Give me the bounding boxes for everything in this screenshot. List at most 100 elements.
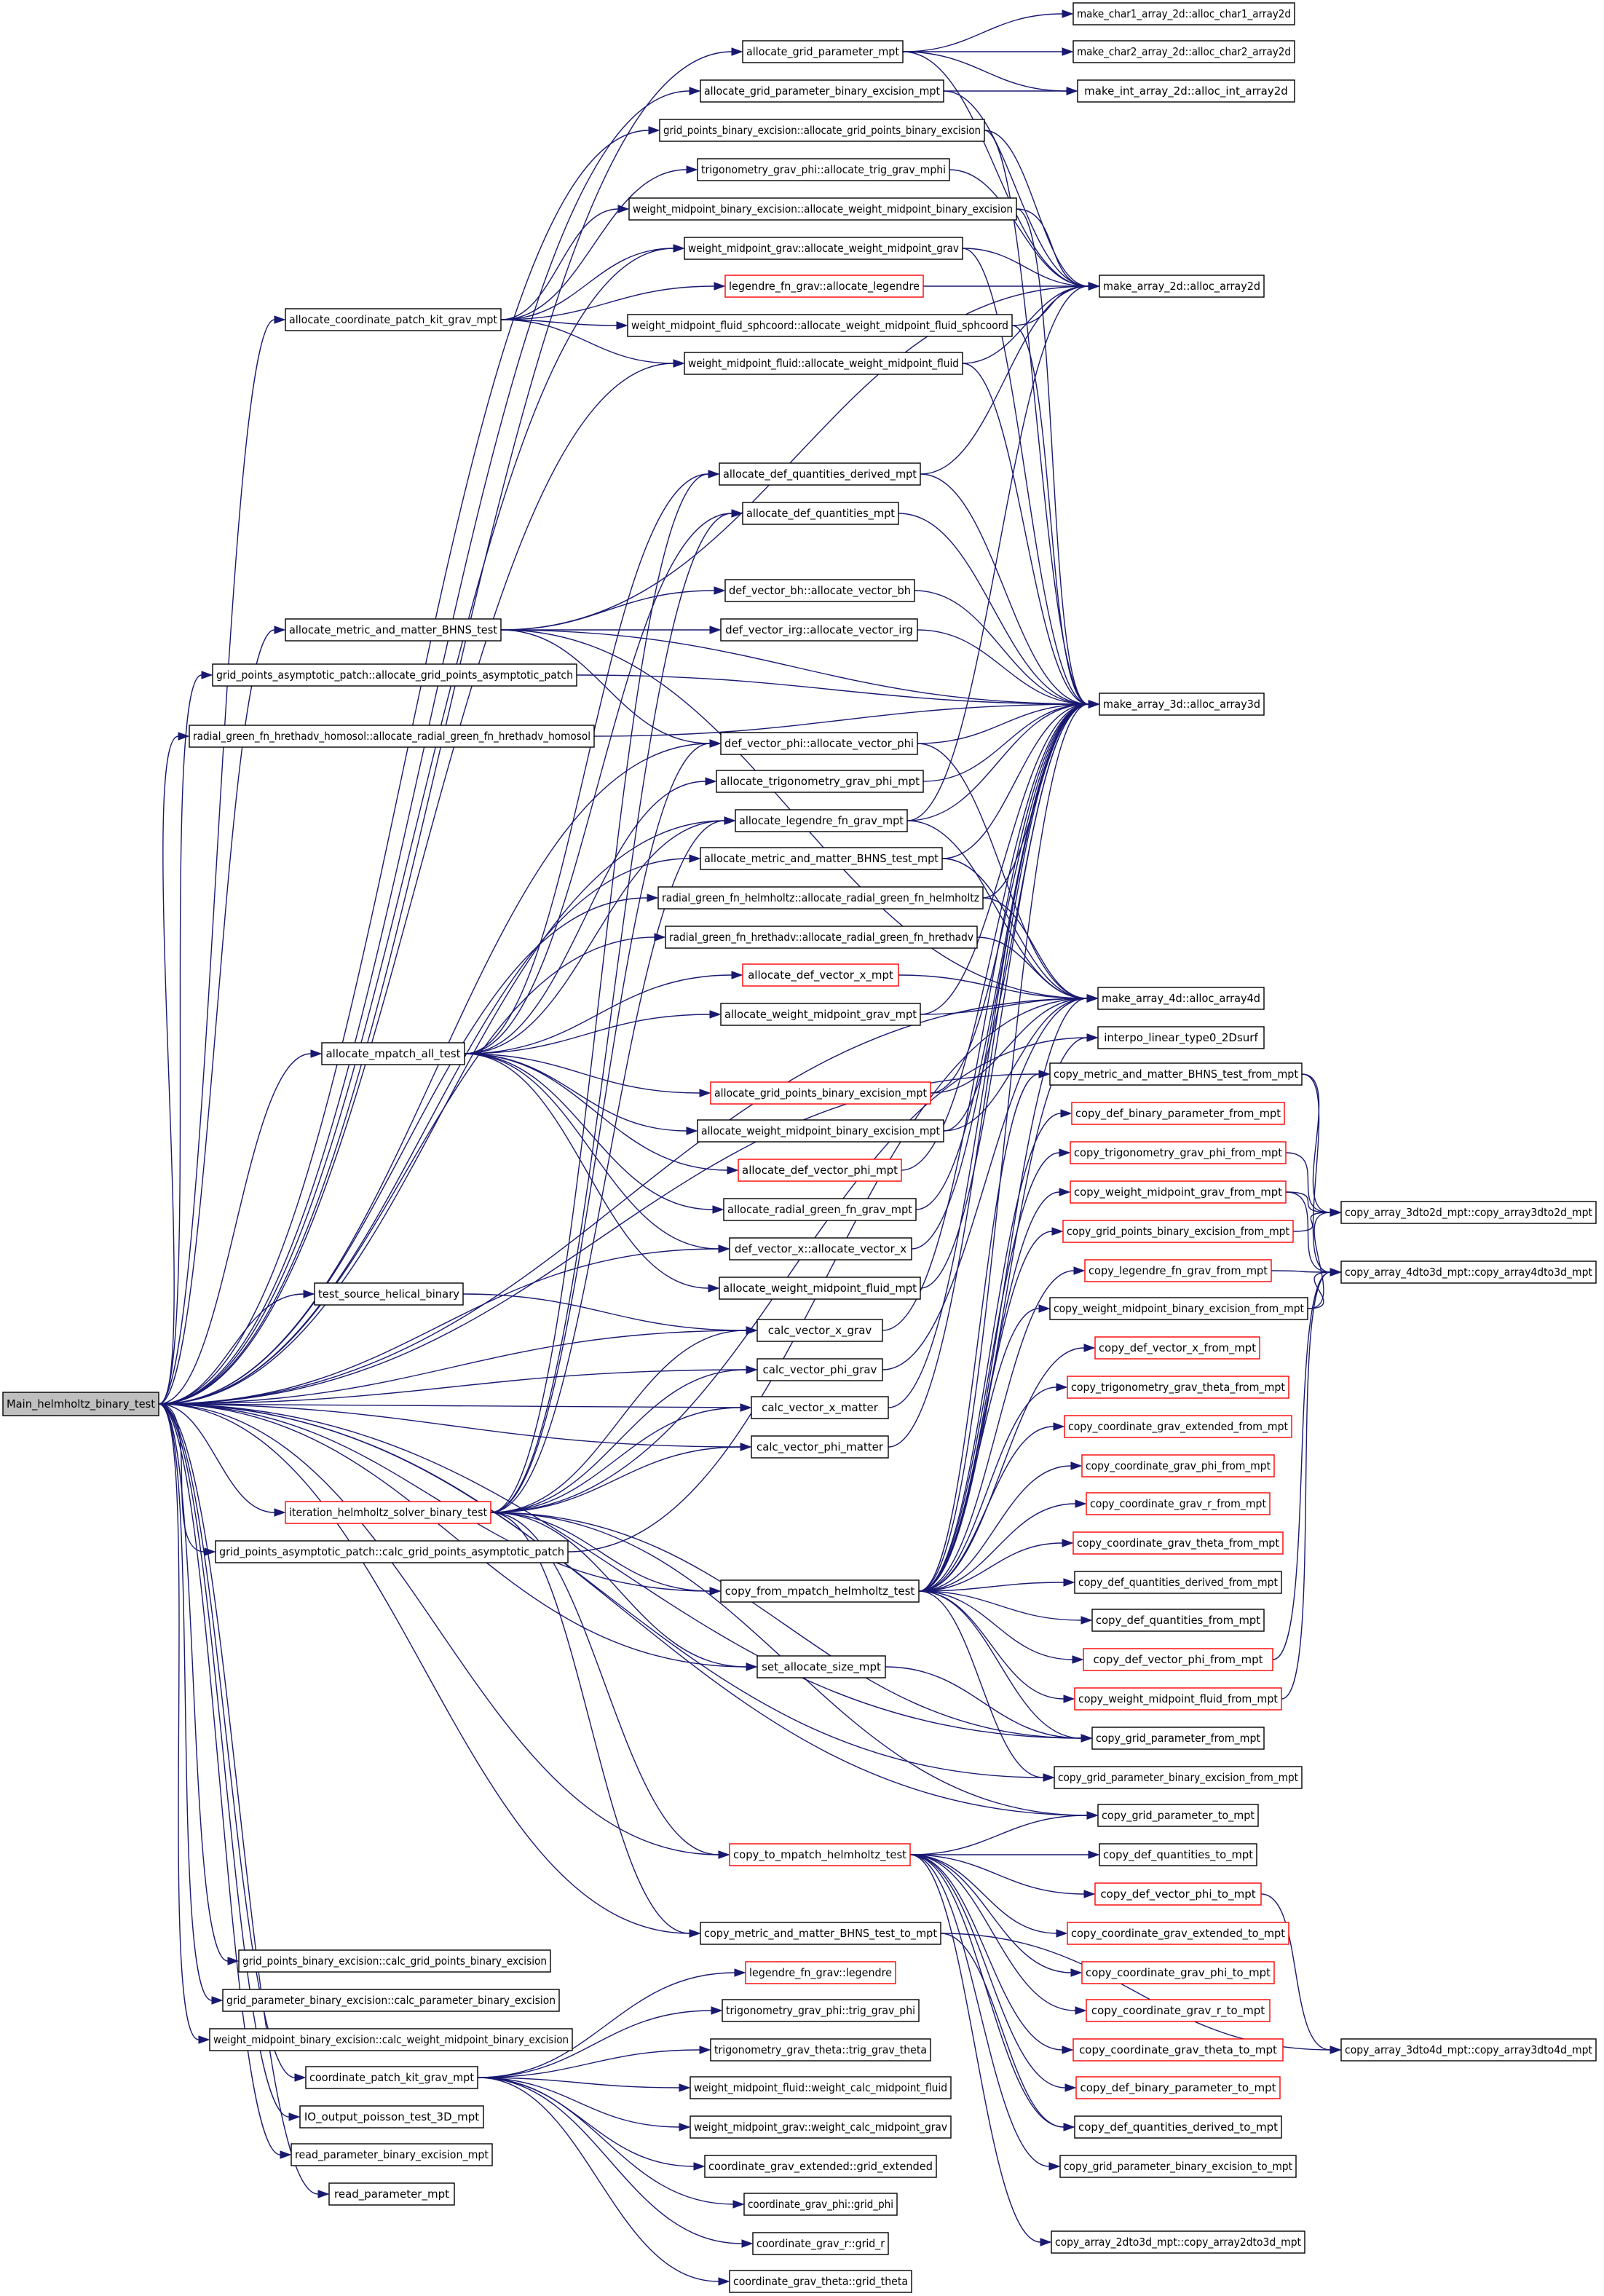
node-allocate-weight-midpoint-fluid-mpt[interactable]: allocate_weight_midpoint_fluid_mpt <box>719 1277 921 1300</box>
node-allocate-grid-points-binary-excision-mpt[interactable]: allocate_grid_points_binary_excision_mpt <box>710 1081 931 1105</box>
node-make-array-4d-alloc-array4d[interactable]: make_array_4d::alloc_array4d <box>1097 987 1265 1010</box>
node-make-array-2d-alloc-array2d[interactable]: make_array_2d::alloc_array2d <box>1099 275 1265 298</box>
node-copy-array-3dto2d-mpt-copy-array3dto2d-mpt[interactable]: copy_array_3dto2d_mpt::copy_array3dto2d_… <box>1340 1201 1597 1224</box>
node-allocate-coordinate-patch-kit-grav-mpt[interactable]: allocate_coordinate_patch_kit_grav_mpt <box>285 308 502 331</box>
node-allocate-def-quantities-derived-mpt[interactable]: allocate_def_quantities_derived_mpt <box>719 462 921 486</box>
node-allocate-def-vector-phi-mpt[interactable]: allocate_def_vector_phi_mpt <box>738 1159 902 1182</box>
node-def-vector-x-allocate-vector-x[interactable]: def_vector_x::allocate_vector_x <box>729 1237 912 1261</box>
node-copy-trigonometry-grav-theta-from-mpt[interactable]: copy_trigonometry_grav_theta_from_mpt <box>1067 1376 1289 1399</box>
node-make-char2-array-2d-alloc-char2-array2d[interactable]: make_char2_array_2d::alloc_char2_array2d <box>1072 40 1295 63</box>
node-coordinate-grav-extended-grid-extended[interactable]: coordinate_grav_extended::grid_extended <box>704 2155 937 2178</box>
node-calc-vector-phi-grav[interactable]: calc_vector_phi_grav <box>756 1358 883 1381</box>
node-make-int-array-2d-alloc-int-array2d[interactable]: make_int_array_2d::alloc_int_array2d <box>1077 79 1295 103</box>
node-allocate-weight-midpoint-grav-mpt[interactable]: allocate_weight_midpoint_grav_mpt <box>720 1003 921 1026</box>
node-copy-def-binary-parameter-from-mpt[interactable]: copy_def_binary_parameter_from_mpt <box>1071 1102 1285 1125</box>
node-copy-def-quantities-from-mpt[interactable]: copy_def_quantities_from_mpt <box>1091 1609 1265 1632</box>
node-copy-coordinate-grav-theta-to-mpt[interactable]: copy_coordinate_grav_theta_to_mpt <box>1072 2038 1284 2062</box>
node-weight-midpoint-binary-excision-calc-weight-midpoint-binary-excision[interactable]: weight_midpoint_binary_excision::calc_we… <box>209 2028 573 2051</box>
node-grid-points-asymptotic-patch-allocate-grid-points-asymptotic-patch[interactable]: grid_points_asymptotic_patch::allocate_g… <box>212 663 577 687</box>
node-radial-green-fn-hrethadv-homosol-allocate-radial-green-fn-hrethadv-homosol[interactable]: radial_green_fn_hrethadv_homosol::alloca… <box>189 725 595 748</box>
node-radial-green-fn-hrethadv-allocate-radial-green-fn-hrethadv[interactable]: radial_green_fn_hrethadv::allocate_radia… <box>665 926 978 949</box>
node-allocate-radial-green-fn-grav-mpt[interactable]: allocate_radial_green_fn_grav_mpt <box>723 1198 917 1221</box>
node-allocate-def-vector-x-mpt[interactable]: allocate_def_vector_x_mpt <box>742 963 899 987</box>
node-trigonometry-grav-theta-trig-grav-theta[interactable]: trigonometry_grav_theta::trig_grav_theta <box>710 2038 931 2062</box>
node-copy-coordinate-grav-extended-to-mpt[interactable]: copy_coordinate_grav_extended_to_mpt <box>1067 1922 1289 1945</box>
node-copy-from-mpatch-helmholtz-test[interactable]: copy_from_mpatch_helmholtz_test <box>720 1579 920 1603</box>
node-allocate-mpatch-all-test[interactable]: allocate_mpatch_all_test <box>321 1042 465 1065</box>
node-copy-grid-parameter-from-mpt[interactable]: copy_grid_parameter_from_mpt <box>1091 1727 1265 1750</box>
node-copy-to-mpatch-helmholtz-test[interactable]: copy_to_mpatch_helmholtz_test <box>729 1843 911 1866</box>
node-test-source-helical-binary[interactable]: test_source_helical_binary <box>314 1282 464 1306</box>
node-grid-points-asymptotic-patch-calc-grid-points-asymptotic-patch[interactable]: grid_points_asymptotic_patch::calc_grid_… <box>215 1540 569 1563</box>
node-grid-points-binary-excision-calc-grid-points-binary-excision[interactable]: grid_points_binary_excision::calc_grid_p… <box>238 1949 551 1973</box>
node-make-array-3d-alloc-array3d[interactable]: make_array_3d::alloc_array3d <box>1099 693 1265 716</box>
node-allocate-grid-parameter-binary-excision-mpt[interactable]: allocate_grid_parameter_binary_excision_… <box>700 79 944 103</box>
node-copy-grid-parameter-to-mpt[interactable]: copy_grid_parameter_to_mpt <box>1097 1804 1259 1827</box>
node-radial-green-fn-helmholtz-allocate-radial-green-fn-helmholtz[interactable]: radial_green_fn_helmholtz::allocate_radi… <box>657 886 984 910</box>
node-weight-midpoint-grav-weight-calc-midpoint-grav[interactable]: weight_midpoint_grav::weight_calc_midpoi… <box>690 2115 952 2139</box>
node-copy-weight-midpoint-grav-from-mpt[interactable]: copy_weight_midpoint_grav_from_mpt <box>1070 1180 1287 1204</box>
node-allocate-legendre-fn-grav-mpt[interactable]: allocate_legendre_fn_grav_mpt <box>735 809 908 832</box>
node-def-vector-phi-allocate-vector-phi[interactable]: def_vector_phi::allocate_vector_phi <box>720 732 918 755</box>
node-copy-coordinate-grav-theta-from-mpt[interactable]: copy_coordinate_grav_theta_from_mpt <box>1072 1531 1284 1555</box>
node-coordinate-grav-phi-grid-phi[interactable]: coordinate_grav_phi::grid_phi <box>743 2193 898 2216</box>
node-copy-coordinate-grav-phi-from-mpt[interactable]: copy_coordinate_grav_phi_from_mpt <box>1081 1454 1275 1478</box>
node-weight-midpoint-binary-excision-allocate-weight-midpoint-binary-excision[interactable]: weight_midpoint_binary_excision::allocat… <box>628 197 1017 221</box>
node-copy-metric-and-matter-bhns-test-to-mpt[interactable]: copy_metric_and_matter_BHNS_test_to_mpt <box>700 1922 941 1945</box>
node-copy-coordinate-grav-r-to-mpt[interactable]: copy_coordinate_grav_r_to_mpt <box>1086 1999 1271 2022</box>
node-legendre-fn-grav-allocate-legendre[interactable]: legendre_fn_grav::allocate_legendre <box>724 275 924 298</box>
node-copy-trigonometry-grav-phi-from-mpt[interactable]: copy_trigonometry_grav_phi_from_mpt <box>1070 1141 1287 1164</box>
node-def-vector-bh-allocate-vector-bh[interactable]: def_vector_bh::allocate_vector_bh <box>724 579 915 602</box>
node-coordinate-grav-theta-grid-theta[interactable]: coordinate_grav_theta::grid_theta <box>729 2270 912 2293</box>
node-allocate-trigonometry-grav-phi-mpt[interactable]: allocate_trigonometry_grav_phi_mpt <box>716 770 924 793</box>
node-io-output-poisson-test-3d-mpt[interactable]: IO_output_poisson_test_3D_mpt <box>299 2105 484 2129</box>
node-interpo-linear-type0-2dsurf[interactable]: interpo_linear_type0_2Dsurf <box>1097 1026 1265 1049</box>
node-set-allocate-size-mpt[interactable]: set_allocate_size_mpt <box>756 1655 886 1678</box>
node-allocate-grid-parameter-mpt[interactable]: allocate_grid_parameter_mpt <box>742 40 904 63</box>
node-copy-legendre-fn-grav-from-mpt[interactable]: copy_legendre_fn_grav_from_mpt <box>1084 1259 1272 1282</box>
node-weight-midpoint-fluid-sphcoord-allocate-weight-midpoint-fluid-sphcoord[interactable]: weight_midpoint_fluid_sphcoord::allocate… <box>627 314 1013 337</box>
node-copy-def-vector-phi-to-mpt[interactable]: copy_def_vector_phi_to_mpt <box>1094 1882 1262 1906</box>
node-copy-array-3dto4d-mpt-copy-array3dto4d-mpt[interactable]: copy_array_3dto4d_mpt::copy_array3dto4d_… <box>1340 2038 1597 2062</box>
node-copy-coordinate-grav-phi-to-mpt[interactable]: copy_coordinate_grav_phi_to_mpt <box>1081 1961 1275 1984</box>
node-legendre-fn-grav-legendre[interactable]: legendre_fn_grav::legendre <box>745 1961 896 1984</box>
node-copy-def-binary-parameter-to-mpt[interactable]: copy_def_binary_parameter_to_mpt <box>1075 2076 1281 2099</box>
node-copy-def-quantities-derived-from-mpt[interactable]: copy_def_quantities_derived_from_mpt <box>1074 1571 1282 1594</box>
node-calc-vector-x-matter[interactable]: calc_vector_x_matter <box>751 1396 889 1419</box>
node-iteration-helmholtz-solver-binary-test[interactable]: iteration_helmholtz_solver_binary_test <box>285 1501 491 1524</box>
node-allocate-def-quantities-mpt[interactable]: allocate_def_quantities_mpt <box>742 502 899 525</box>
node-main-helmholtz-binary-test[interactable]: Main_helmholtz_binary_test <box>2 1392 159 1416</box>
node-trigonometry-grav-phi-allocate-trig-grav-mphi[interactable]: trigonometry_grav_phi::allocate_trig_gra… <box>697 158 950 181</box>
node-grid-points-binary-excision-allocate-grid-points-binary-excision[interactable]: grid_points_binary_excision::allocate_gr… <box>659 119 985 142</box>
node-def-vector-irg-allocate-vector-irg[interactable]: def_vector_irg::allocate_vector_irg <box>720 618 918 642</box>
node-copy-array-4dto3d-mpt-copy-array4dto3d-mpt[interactable]: copy_array_4dto3d_mpt::copy_array4dto3d_… <box>1340 1261 1597 1284</box>
node-copy-weight-midpoint-binary-excision-from-mpt[interactable]: copy_weight_midpoint_binary_excision_fro… <box>1049 1297 1308 1320</box>
node-coordinate-grav-r-grid-r[interactable]: coordinate_grav_r::grid_r <box>752 2232 889 2255</box>
node-copy-grid-points-binary-excision-from-mpt[interactable]: copy_grid_points_binary_excision_from_mp… <box>1062 1220 1294 1243</box>
node-copy-def-vector-phi-from-mpt[interactable]: copy_def_vector_phi_from_mpt <box>1083 1648 1273 1671</box>
node-calc-vector-phi-matter[interactable]: calc_vector_phi_matter <box>751 1435 889 1459</box>
node-copy-coordinate-grav-extended-from-mpt[interactable]: copy_coordinate_grav_extended_from_mpt <box>1064 1415 1292 1438</box>
node-copy-grid-parameter-binary-excision-from-mpt[interactable]: copy_grid_parameter_binary_excision_from… <box>1054 1766 1303 1789</box>
node-allocate-metric-and-matter-bhns-test-mpt[interactable]: allocate_metric_and_matter_BHNS_test_mpt <box>700 847 943 870</box>
node-read-parameter-binary-excision-mpt[interactable]: read_parameter_binary_excision_mpt <box>291 2143 493 2166</box>
node-copy-grid-parameter-binary-excision-to-mpt[interactable]: copy_grid_parameter_binary_excision_to_m… <box>1059 2155 1297 2178</box>
node-copy-metric-and-matter-bhns-test-from-mpt[interactable]: copy_metric_and_matter_BHNS_test_from_mp… <box>1049 1062 1303 1086</box>
node-copy-def-vector-x-from-mpt[interactable]: copy_def_vector_x_from_mpt <box>1094 1336 1260 1360</box>
node-copy-weight-midpoint-fluid-from-mpt[interactable]: copy_weight_midpoint_fluid_from_mpt <box>1074 1687 1282 1711</box>
node-allocate-metric-and-matter-bhns-test[interactable]: allocate_metric_and_matter_BHNS_test <box>285 618 502 642</box>
node-weight-midpoint-fluid-allocate-weight-midpoint-fluid[interactable]: weight_midpoint_fluid::allocate_weight_m… <box>684 352 963 375</box>
node-trigonometry-grav-phi-trig-grav-phi[interactable]: trigonometry_grav_phi::trig_grav_phi <box>722 1999 920 2022</box>
node-coordinate-patch-kit-grav-mpt[interactable]: coordinate_patch_kit_grav_mpt <box>305 2066 478 2089</box>
node-read-parameter-mpt[interactable]: read_parameter_mpt <box>328 2182 455 2206</box>
node-copy-def-quantities-to-mpt[interactable]: copy_def_quantities_to_mpt <box>1099 1843 1257 1866</box>
node-weight-midpoint-grav-allocate-weight-midpoint-grav[interactable]: weight_midpoint_grav::allocate_weight_mi… <box>684 237 963 260</box>
node-allocate-weight-midpoint-binary-excision-mpt[interactable]: allocate_weight_midpoint_binary_excision… <box>697 1119 944 1143</box>
node-weight-midpoint-fluid-weight-calc-midpoint-fluid[interactable]: weight_midpoint_fluid::weight_calc_midpo… <box>690 2076 952 2099</box>
node-calc-vector-x-grav[interactable]: calc_vector_x_grav <box>756 1319 883 1342</box>
node-copy-coordinate-grav-r-from-mpt[interactable]: copy_coordinate_grav_r_from_mpt <box>1086 1492 1271 1515</box>
node-grid-parameter-binary-excision-calc-parameter-binary-excision[interactable]: grid_parameter_binary_excision::calc_par… <box>222 1989 560 2012</box>
node-copy-def-quantities-derived-to-mpt[interactable]: copy_def_quantities_derived_to_mpt <box>1074 2115 1282 2139</box>
node-make-char1-array-2d-alloc-char1-array2d[interactable]: make_char1_array_2d::alloc_char1_array2d <box>1072 2 1295 25</box>
node-copy-array-2dto3d-mpt-copy-array2dto3d-mpt[interactable]: copy_array_2dto3d_mpt::copy_array2dto3d_… <box>1051 2230 1305 2254</box>
